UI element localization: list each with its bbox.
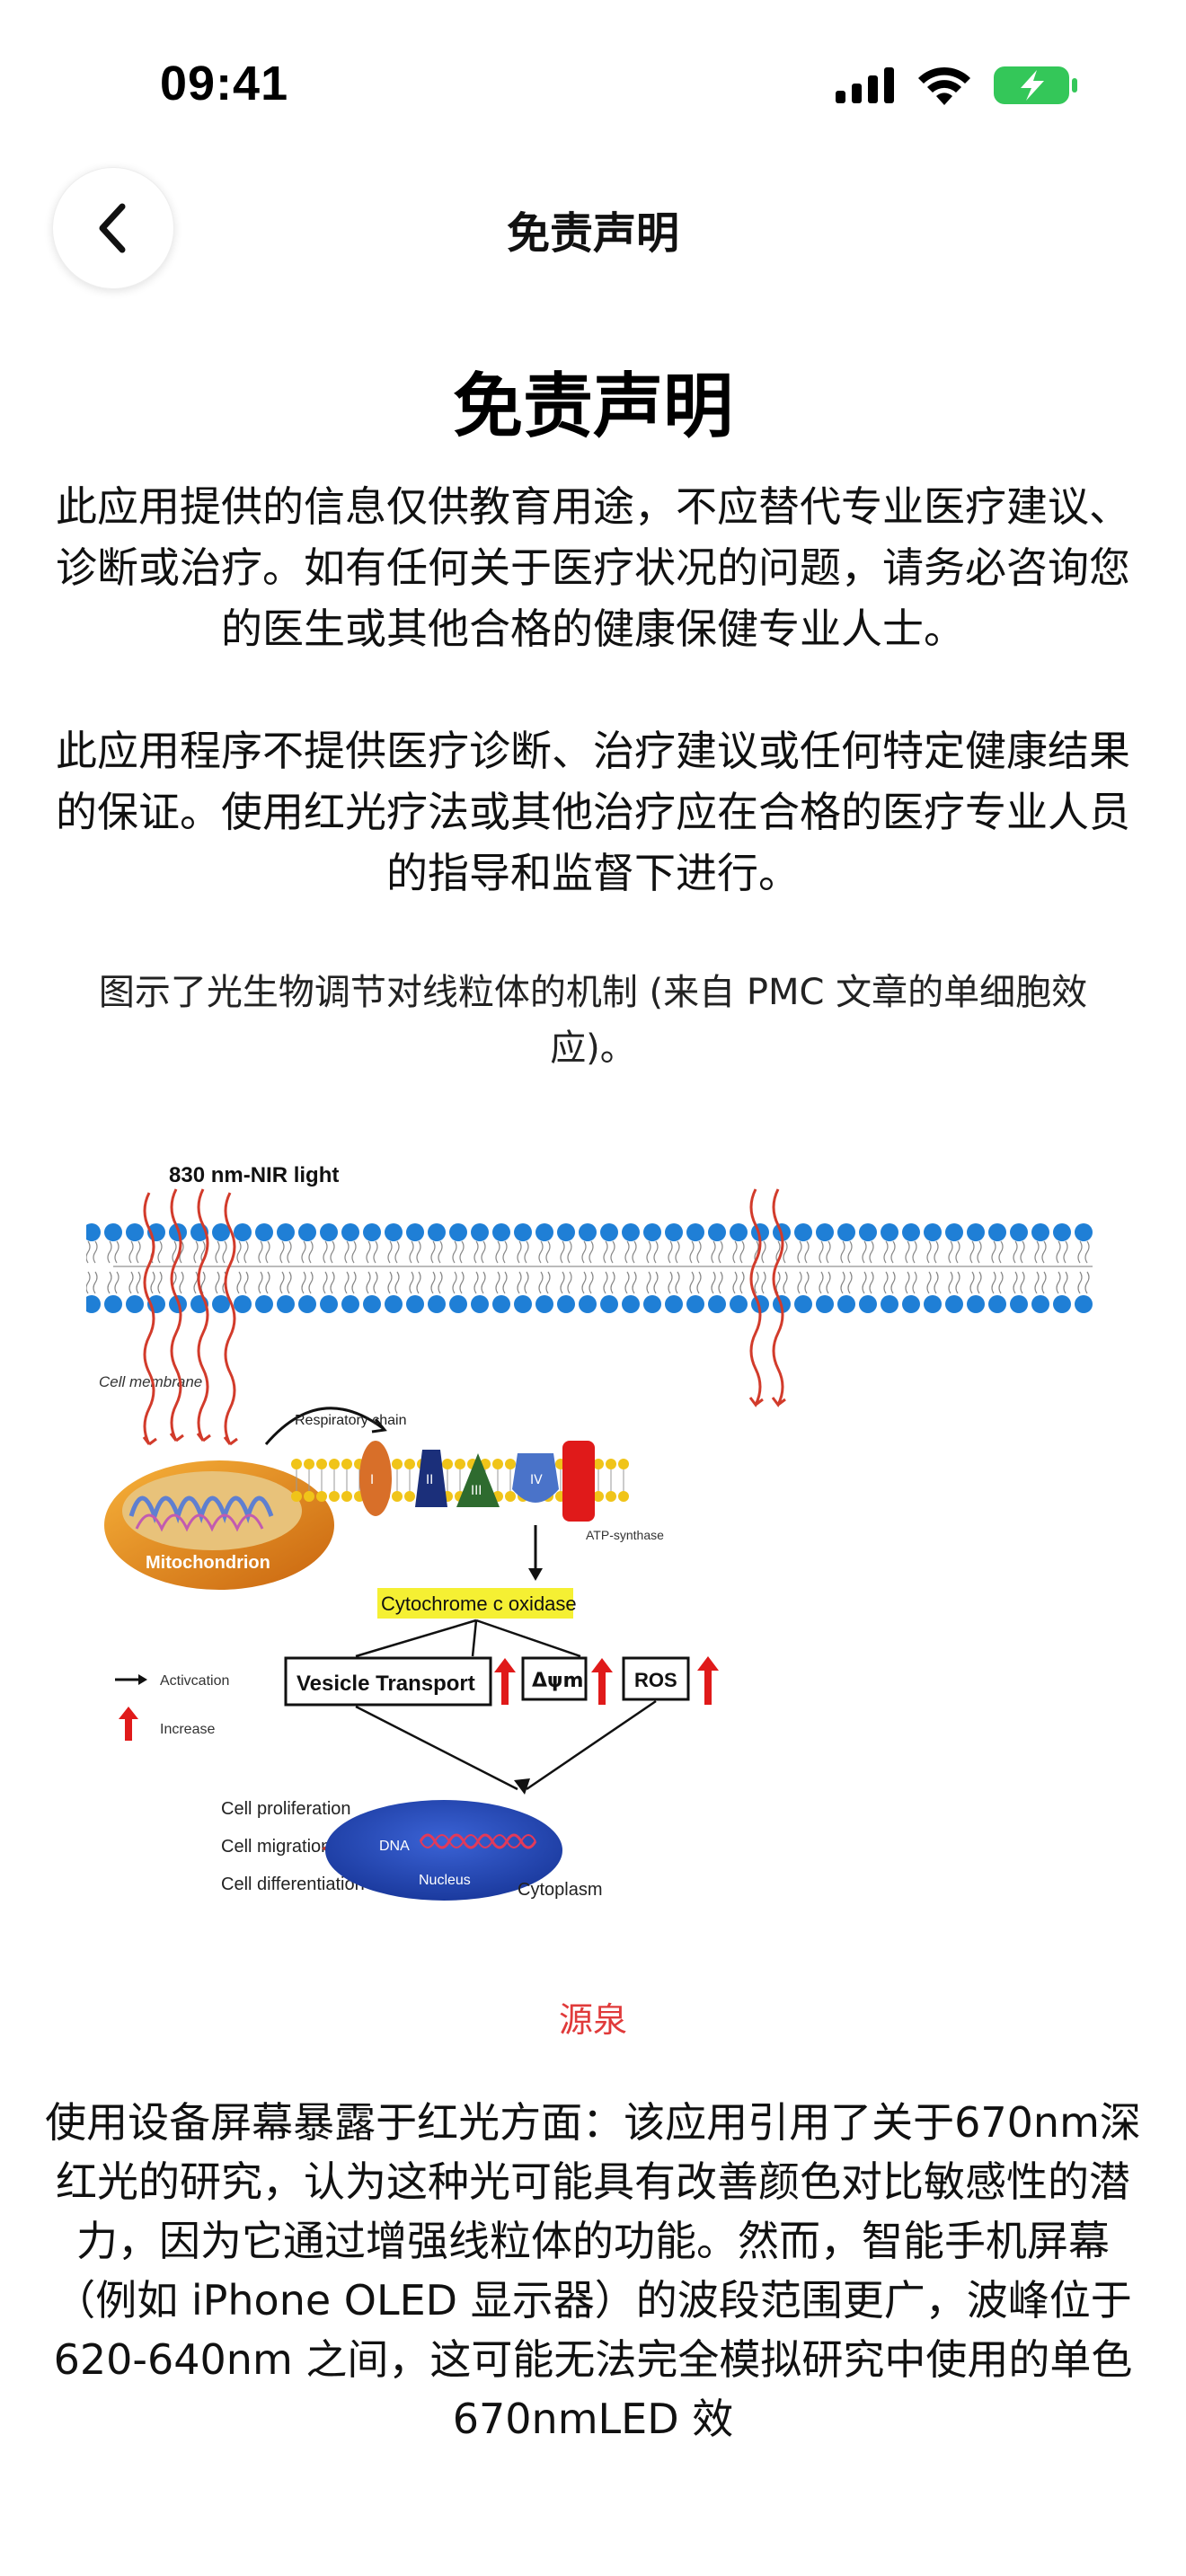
cell-differentiation-label: Cell differentiation [221, 1875, 365, 1894]
chevron-left-icon [99, 203, 126, 253]
cell-migration-label: Cell migration [221, 1837, 331, 1857]
complex-i: I [359, 1441, 392, 1516]
cytochrome-label: Cytochrome c oxidase [381, 1592, 577, 1615]
nucleus: DNA Nucleus [325, 1800, 562, 1901]
back-button[interactable] [52, 167, 174, 289]
battery-charging-icon [994, 66, 1077, 104]
status-bar: 09:41 [0, 0, 1186, 171]
mito-to-chain-arrow [264, 1407, 384, 1445]
mitochondrion-label: Mitochondrion [146, 1553, 270, 1573]
legend-increase-arrow [119, 1707, 138, 1741]
figure-caption: 图示了光生物调节对线粒体的机制 (来自 PMC 文章的单细胞效应)。 [98, 972, 1088, 1069]
cytochrome-branches [355, 1619, 581, 1658]
svg-text:ROS: ROS [634, 1669, 677, 1691]
wifi-icon [918, 66, 970, 105]
light-waves-right [748, 1188, 786, 1407]
complex-ii: II [415, 1450, 447, 1507]
complex-iv: IV [512, 1453, 559, 1503]
svg-text:Nucleus: Nucleus [419, 1873, 471, 1888]
disclaimer-paragraph-3: 使用设备屏幕暴露于红光方面：该应用引用了关于670nm深红光的研究，认为这种光可… [45, 2098, 1141, 2443]
cytoplasm-label: Cytoplasm [518, 1880, 602, 1900]
respiratory-chain-label: Respiratory chain [295, 1413, 407, 1428]
status-icons [834, 65, 1078, 106]
legend-increase: Increase [160, 1722, 215, 1737]
cell-membrane-bilayer [83, 1223, 1093, 1313]
content: 免责声明 此应用提供的信息仅供教育用途，不应替代专业医疗建议、诊断或治疗。如有任… [36, 350, 1150, 1076]
cell-membrane-label: Cell membrane [99, 1373, 202, 1390]
legend: Activcation Increase [115, 1673, 229, 1741]
nav-title: 免责声明 [506, 208, 679, 259]
svg-text:DNA: DNA [379, 1839, 410, 1854]
atp-synthase: ATP-synthase [562, 1441, 664, 1542]
mechanism-diagram: 830 nm-NIR light Cell membrane Mitochon [83, 1163, 1093, 1901]
complex-iii: III [456, 1453, 500, 1507]
svg-text:Vesicle Transport: Vesicle Transport [296, 1672, 475, 1696]
signal-icon [836, 67, 894, 103]
cell-proliferation-label: Cell proliferation [221, 1799, 351, 1819]
legend-activation: Activcation [160, 1673, 229, 1689]
svg-text:Δψm: Δψm [532, 1670, 583, 1692]
disclaimer-paragraph-1: 此应用提供的信息仅供教育用途，不应替代专业医疗建议、诊断或治疗。如有任何关于医疗… [56, 482, 1130, 653]
status-time: 09:41 [160, 57, 289, 110]
increase-arrow-2 [591, 1658, 613, 1705]
mitochondrion: Mitochondrion [104, 1460, 334, 1590]
svg-text:III: III [471, 1484, 482, 1498]
light-label: 830 nm-NIR light [169, 1163, 339, 1187]
increase-arrow-3 [697, 1656, 719, 1705]
light-waves-left [142, 1188, 238, 1446]
svg-text:II: II [426, 1473, 433, 1487]
navigation-bar: 免责声明 [0, 162, 1186, 296]
svg-text:IV: IV [530, 1473, 543, 1487]
svg-text:ATP-synthase: ATP-synthase [586, 1528, 664, 1542]
disclaimer-paragraph-2: 此应用程序不提供医疗诊断、治疗建议或任何特定健康结果的保证。使用红光疗法或其他治… [56, 727, 1130, 897]
svg-text:I: I [370, 1473, 374, 1487]
source-link[interactable]: 源泉 [558, 2000, 627, 2040]
mechanism-figure: 830 nm-NIR light Cell membrane Mitochon [83, 1139, 1102, 1947]
increase-arrow-1 [494, 1658, 516, 1705]
page-title: 免责声明 [452, 366, 733, 447]
nucleus-converge-lines [355, 1699, 657, 1791]
ros-box: ROS [622, 1656, 690, 1701]
cytochrome-highlight [377, 1588, 573, 1619]
vesicle-transport-box: Vesicle Transport [284, 1656, 492, 1707]
delta-psi-box: Δψm [521, 1656, 588, 1701]
